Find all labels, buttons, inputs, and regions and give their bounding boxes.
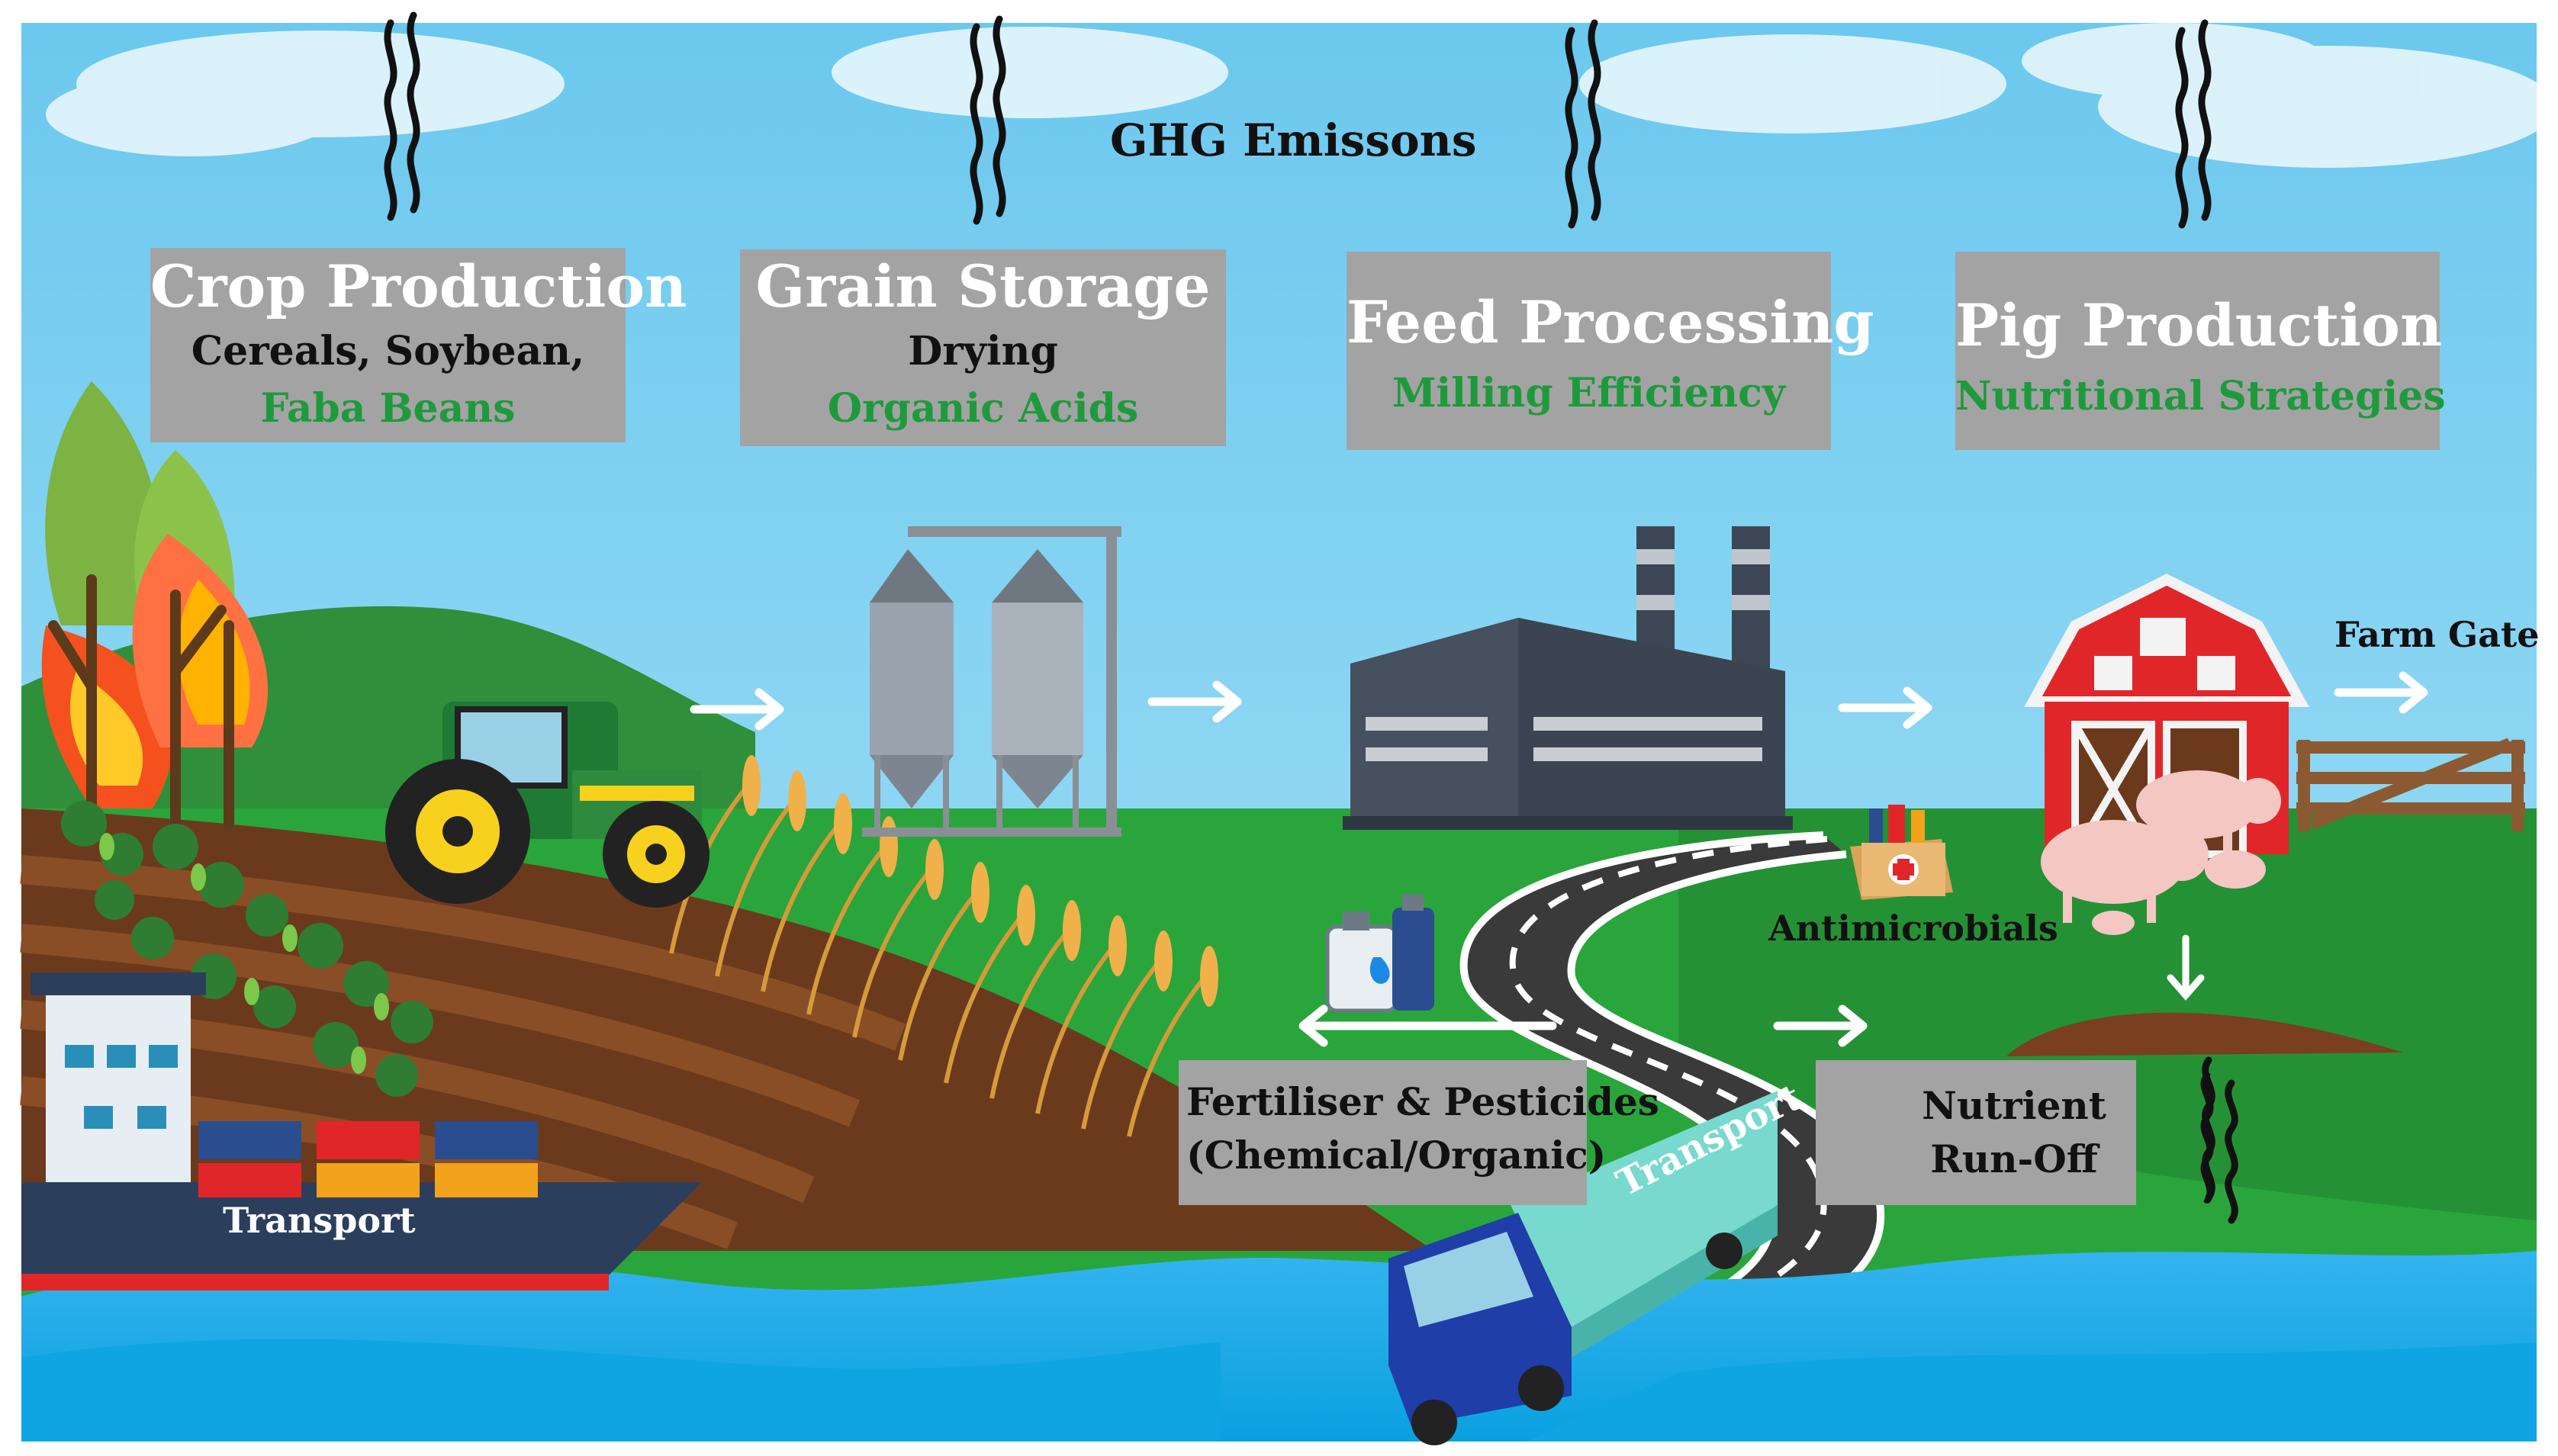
farm-gate-fence: [2296, 738, 2525, 831]
transport-truck: [1388, 1091, 1778, 1445]
fertiliser-line1: Fertiliser & Pesticides: [1186, 1079, 1659, 1124]
stage-pig-production: Pig Production Nutritional Strategies: [1955, 252, 2446, 450]
stage-heading: Pig Production: [1955, 291, 2443, 359]
pigs: [2041, 770, 2281, 935]
clouds: [46, 23, 2556, 168]
nutrient-box-bg: [1816, 1060, 2136, 1205]
fertiliser-box-bg: [1179, 1060, 1587, 1205]
wheat-field: [669, 784, 1208, 1137]
cargo-ship: [21, 972, 702, 1290]
stage-line1: Cereals, Soybean,: [191, 328, 585, 374]
stage-crop-production: Crop Production Cereals, Soybean, Faba B…: [150, 248, 687, 442]
stage-line2: Faba Beans: [260, 385, 516, 432]
stage-line2: Organic Acids: [827, 385, 1139, 432]
farm-gate-label: Farm Gate: [2334, 614, 2540, 655]
ghg-title: GHG Emissons: [1110, 114, 1477, 166]
runoff-squiggles: [2202, 1056, 2238, 1224]
fertiliser-line2: (Chemical/Organic): [1186, 1133, 1607, 1178]
stage-feed-processing: Feed Processing Milling Efficiency: [1347, 252, 1874, 450]
soybean-plants: [61, 801, 433, 1097]
feed-mill-factory: [1343, 526, 1793, 830]
stage-line1: Milling Efficiency: [1392, 370, 1786, 416]
grain-silos: [862, 526, 1121, 837]
forest-fire: [41, 381, 269, 829]
stage-heading: Crop Production: [150, 252, 687, 320]
ship-transport-label: Transport: [223, 1200, 416, 1241]
stage-line1: Drying: [908, 328, 1058, 374]
fertiliser-arrow: [1298, 1004, 1557, 1047]
stage-line1: Nutritional Strategies: [1955, 373, 2446, 419]
stage-grain-storage: Grain Storage Drying Organic Acids: [740, 249, 1226, 446]
tractor: [385, 702, 709, 908]
nutrient-line1: Nutrient: [1922, 1083, 2106, 1128]
antimicrobials-label: Antimicrobials: [1768, 908, 2058, 949]
stage-heading: Feed Processing: [1347, 288, 1874, 356]
manure-pile: [2006, 1012, 2403, 1056]
fertiliser-jugs-icon: [1325, 894, 1434, 1013]
stage-heading: Grain Storage: [755, 252, 1211, 320]
manure-arrow: [2167, 934, 2205, 1001]
red-barn: [2024, 574, 2309, 858]
antimicrobials-box-icon: [1850, 805, 1953, 900]
nutrient-line2: Run-Off: [1930, 1136, 2098, 1181]
